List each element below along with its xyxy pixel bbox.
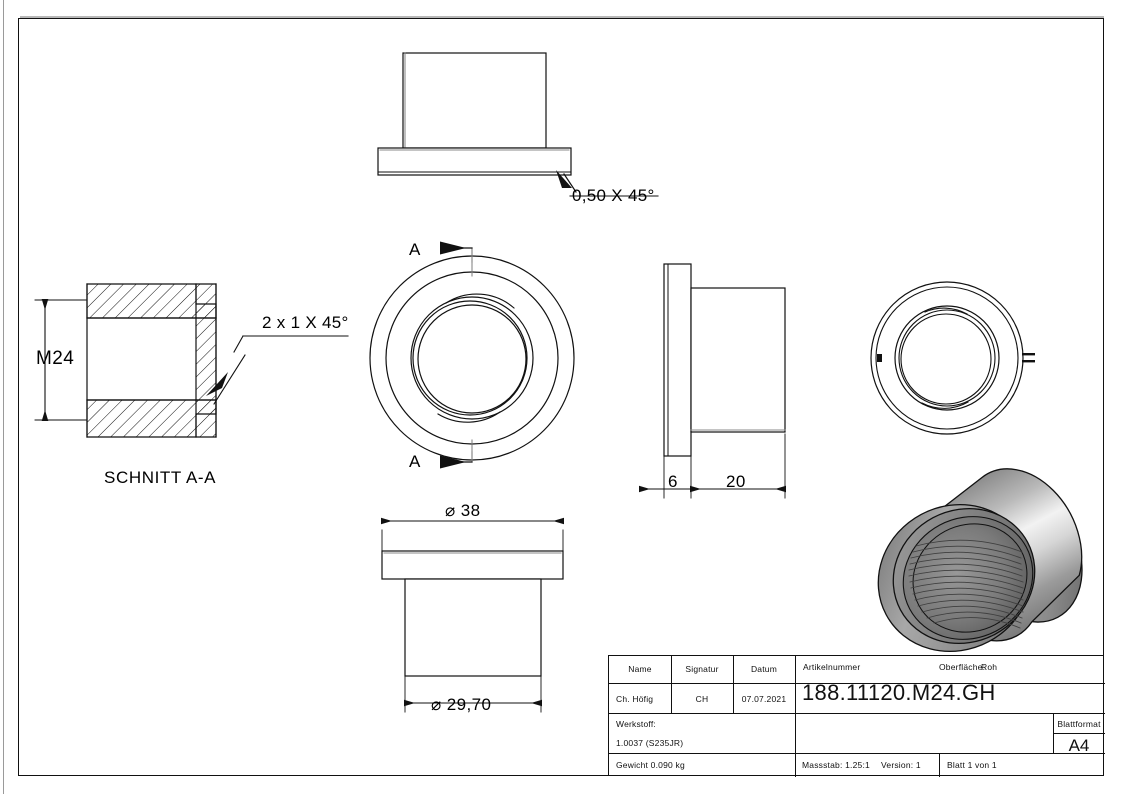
body-length-dimension: 20	[726, 472, 746, 491]
tb-header-name: Name	[628, 664, 652, 674]
tb-value-weight: Gewicht 0.090 kg	[616, 760, 685, 770]
tb-rule-3	[609, 753, 1105, 754]
tb-value-sheet-format: A4	[1068, 736, 1090, 755]
drawing-frame	[18, 18, 1104, 776]
tb-vrule-4	[1053, 713, 1054, 753]
chamfer-bore-note: 2 x 1 X 45°	[262, 313, 349, 332]
tb-rule-1	[609, 683, 1105, 684]
section-mark-a-top: A	[409, 240, 421, 259]
tb-value-sheet: Blatt 1 von 1	[947, 760, 997, 770]
tb-label-article-number: Artikelnummer	[803, 662, 861, 672]
tb-rule-2	[609, 713, 1105, 714]
tb-vrule-3	[795, 656, 796, 777]
sheet-edge-line	[3, 0, 4, 794]
tb-label-sheet-format: Blattformat	[1057, 719, 1101, 729]
inner-diameter-dimension: ⌀ 29,70	[431, 695, 492, 714]
tb-value-scale: Massstab: 1.25:1	[802, 760, 870, 770]
tb-header-date: Datum	[750, 664, 778, 674]
tb-label-material: Werkstoff:	[616, 719, 656, 729]
tb-value-date: 07.07.2021	[741, 694, 787, 704]
chamfer-flange-note: 0,50 X 45°	[572, 186, 655, 205]
tb-vrule-2	[733, 656, 734, 713]
tb-header-signature: Signatur	[685, 664, 719, 674]
flange-thickness-dimension: 6	[668, 472, 678, 491]
tb-value-surface: Roh	[981, 662, 998, 672]
outer-diameter-dimension: ⌀ 38	[445, 501, 481, 520]
section-view-title: SCHNITT A-A	[104, 468, 217, 487]
tb-rule-4	[1053, 733, 1105, 734]
tb-vrule-5	[939, 753, 940, 777]
tb-value-material: 1.0037 (S235JR)	[616, 738, 684, 748]
section-mark-a-bottom: A	[409, 452, 421, 471]
tb-vrule-1	[671, 656, 672, 713]
title-block: Name Signatur Datum Ch. Höfig CH 07.07.2…	[608, 655, 1105, 777]
tb-value-signature: CH	[695, 694, 709, 704]
tb-value-name: Ch. Höfig	[616, 694, 654, 704]
thread-dimension-m24: M24	[36, 348, 75, 369]
tb-value-article-number: 188.11120.M24.GH	[802, 680, 996, 705]
frame-shadow	[20, 16, 1104, 18]
tb-value-version: Version: 1	[881, 760, 921, 770]
tb-label-surface: Oberfläche:	[939, 662, 986, 672]
